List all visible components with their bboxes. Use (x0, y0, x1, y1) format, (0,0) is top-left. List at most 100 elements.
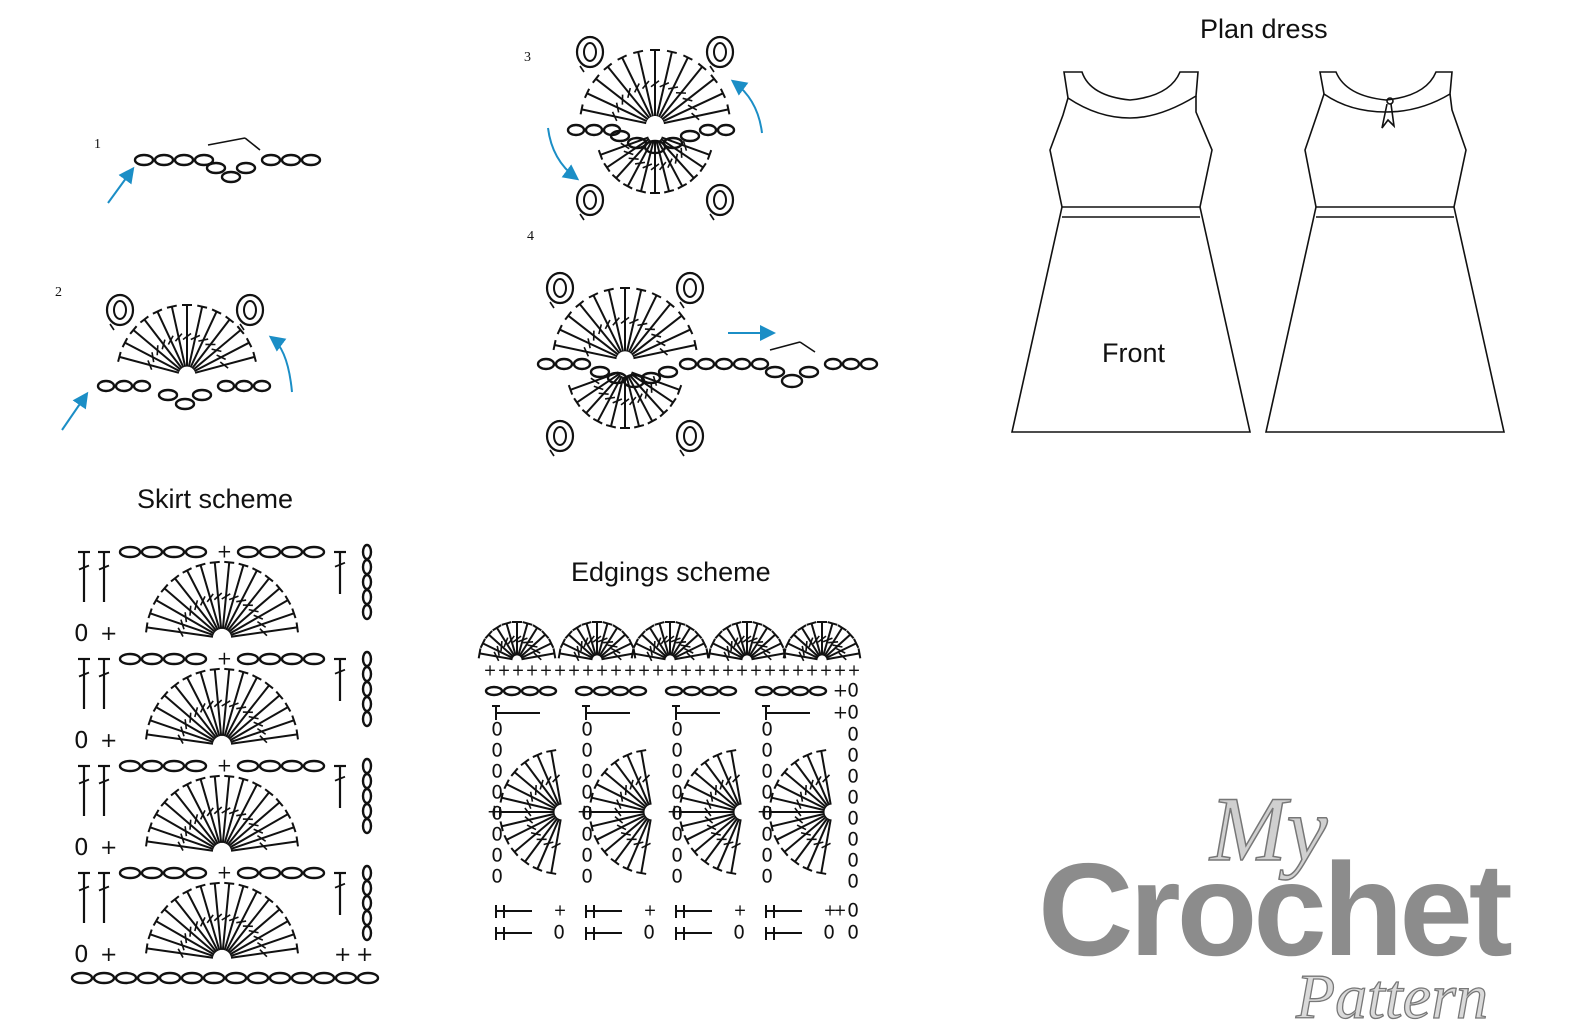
stitch-stroke (730, 640, 733, 652)
stitch-stroke (334, 882, 346, 889)
edgings-scheme-title: Edgings scheme (571, 557, 771, 587)
stitch-stroke (603, 62, 613, 71)
single-crochet-symbol: + (577, 801, 592, 822)
chain-stitch (361, 558, 373, 576)
stitch-stroke (816, 749, 827, 753)
chain-stitch (153, 153, 175, 167)
stitch-stroke (224, 881, 235, 885)
stitch-stroke (236, 920, 247, 924)
stitch-stroke (147, 929, 153, 940)
stitch-stroke (680, 147, 683, 158)
chain-stitch (361, 695, 373, 713)
stitch-stroke (605, 424, 617, 429)
stitch-stroke (719, 88, 726, 99)
chain-stitch (356, 971, 380, 985)
stitch-stroke (616, 824, 627, 831)
stitch-stroke (221, 807, 231, 814)
stitch-stroke (675, 621, 686, 626)
stitch-stroke (815, 775, 822, 786)
stitch-stroke (207, 137, 246, 146)
stitch-stroke (221, 593, 231, 600)
single-crochet-symbol: + (582, 662, 595, 680)
stitch-stroke (628, 157, 639, 160)
stitch-stroke (706, 149, 713, 160)
chain-zero-symbol: 0 (671, 867, 683, 888)
stitch-stroke (256, 620, 267, 628)
single-crochet-symbol: + (722, 662, 735, 680)
picot-symbol (235, 293, 265, 327)
stitch-stroke (189, 926, 192, 937)
stitch-stroke (752, 621, 763, 626)
stitch-stroke (152, 595, 160, 605)
stitch-stroke (121, 337, 129, 348)
stitch-stroke (616, 799, 622, 810)
stitch-stroke (500, 640, 503, 652)
stitch-stroke (579, 65, 585, 73)
picot-symbol (545, 419, 575, 453)
chain-stitch (574, 685, 594, 697)
chain-zero-symbol: 0 (847, 725, 859, 746)
chain-zero-symbol: 0 (581, 846, 593, 867)
chain-zero-symbol: 0 (581, 741, 593, 762)
stitch-stroke (647, 417, 658, 425)
stitch-stroke (510, 847, 519, 857)
chain-zero-symbol: 0 (761, 720, 773, 741)
stitch-stroke (238, 562, 249, 568)
stitch-stroke (584, 88, 591, 99)
chain-stitch (361, 665, 373, 683)
stitch-stroke (809, 779, 814, 790)
stitch-stroke (579, 213, 585, 221)
stitch-stroke (642, 774, 651, 783)
stitch-stroke (211, 348, 222, 353)
chain-stitch (698, 123, 718, 137)
stitch-stroke (604, 319, 611, 330)
stitch-stroke (589, 821, 594, 832)
stitch-stroke (603, 641, 614, 644)
stitch-stroke (256, 834, 267, 842)
stitch-stroke (630, 648, 635, 659)
chain-stitch (246, 971, 270, 985)
stitch-stroke (517, 637, 528, 643)
chain-zero-symbol: 0 (671, 825, 683, 846)
stitch-stroke (284, 916, 292, 926)
chain-zero-symbol: 0 (761, 762, 773, 783)
stitch-stroke (676, 384, 683, 395)
stitch-stroke (690, 767, 699, 777)
stitch-stroke (635, 775, 642, 786)
single-crochet-symbol: + (526, 662, 539, 680)
single-crochet-symbol: + (100, 621, 117, 645)
stitch-stroke (674, 153, 679, 164)
stitch-stroke (236, 599, 247, 603)
chain-stitch (280, 759, 304, 773)
stitch-stroke (177, 948, 184, 958)
stitch-stroke (808, 637, 814, 648)
chain-stitch (280, 545, 304, 559)
stitch-stroke (522, 621, 533, 626)
chain-stitch (184, 759, 208, 773)
stitch-stroke (160, 583, 169, 593)
stitch-stroke (670, 637, 681, 643)
stitch-stroke (641, 842, 651, 849)
stitch-stroke (699, 162, 707, 173)
stitch-stroke (573, 397, 581, 408)
stitch-stroke (710, 74, 718, 84)
stitch-stroke (580, 640, 583, 652)
stitch-stroke (771, 630, 780, 639)
chain-stitch (361, 894, 373, 912)
picot-symbol (675, 271, 705, 305)
single-crochet-symbol: + (708, 662, 721, 680)
picot-symbol (105, 293, 135, 327)
stitch-stroke (224, 667, 235, 671)
stitch-stroke (512, 635, 522, 643)
chain-zero-symbol: 0 (491, 720, 503, 741)
stitch-stroke (796, 799, 802, 810)
stitch-stroke (722, 624, 732, 632)
chain-stitch (70, 971, 94, 985)
stitch-stroke (614, 816, 624, 824)
stitch-stroke (600, 767, 609, 777)
stitch-stroke (633, 424, 645, 429)
stitch-stroke (827, 621, 838, 626)
stitch-stroke (622, 182, 633, 190)
stitch-stroke (790, 758, 800, 767)
chain-stitch (312, 971, 336, 985)
